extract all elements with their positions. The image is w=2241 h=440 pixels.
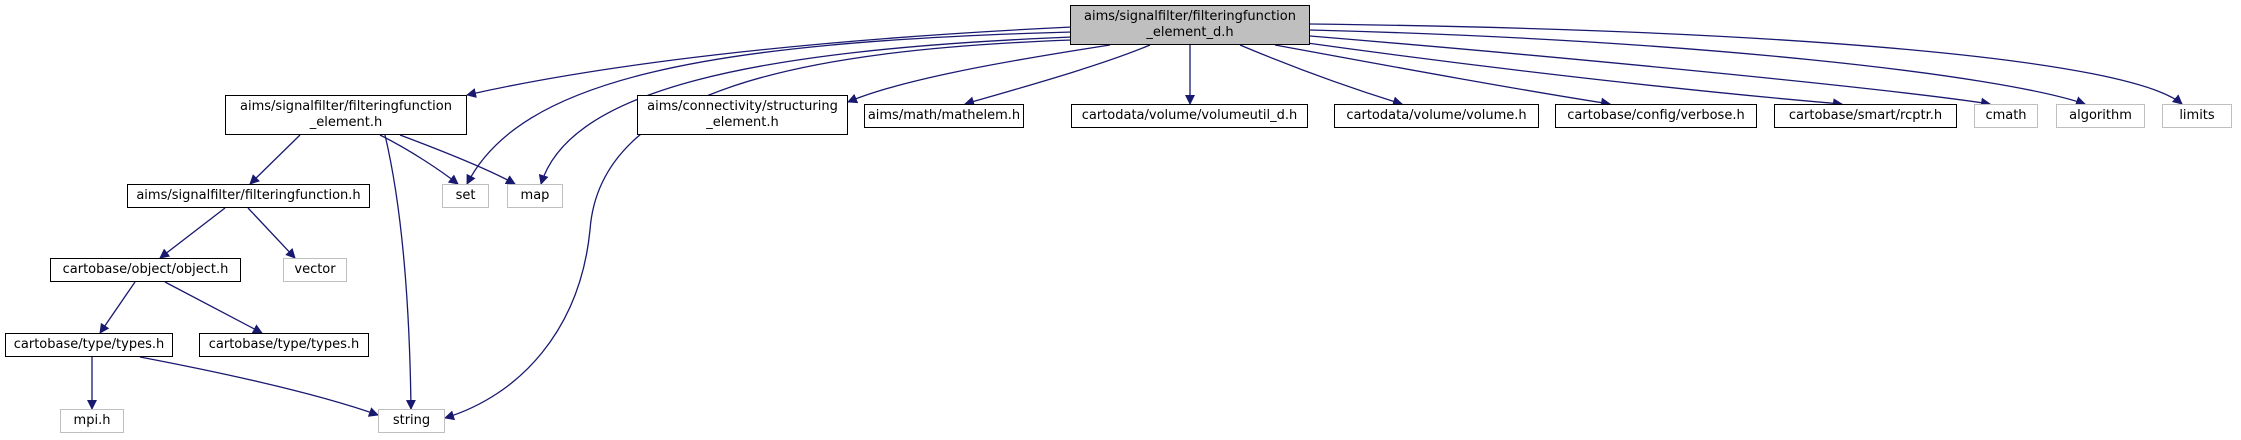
node-set[interactable]: set (442, 184, 489, 208)
edge-root-algorithm (1309, 29, 2086, 106)
edge-ff-vector (247, 207, 296, 259)
node-label: aims/signalfilter/filteringfunction _ele… (1084, 9, 1296, 40)
node-label: string (392, 413, 431, 428)
edge-root-verbose (1274, 44, 1611, 108)
node-mathelem[interactable]: aims/math/mathelem.h (864, 104, 1024, 128)
node-map[interactable]: map (507, 184, 563, 208)
node-filteringfunction-element[interactable]: aims/signalfilter/filteringfunction _ele… (225, 95, 467, 135)
node-volumeutil[interactable]: cartodata/volume/volumeutil_d.h (1071, 104, 1308, 128)
edges (87, 23, 2183, 421)
node-mpi[interactable]: mpi.h (60, 409, 124, 433)
edge-types-string (139, 356, 379, 417)
node-string[interactable]: string (378, 409, 445, 433)
edge-object-types2 (164, 281, 263, 334)
edge-object-types (99, 281, 136, 334)
node-label: algorithm (2069, 108, 2132, 123)
edge-root-element (466, 26, 1073, 98)
node-label: mpi.h (73, 413, 111, 428)
node-label: cartobase/config/verbose.h (1567, 108, 1745, 123)
edge-root-limits (1309, 23, 2183, 105)
node-label: aims/connectivity/structuring _element.h (647, 99, 838, 130)
node-label: cartobase/type/types.h (208, 337, 360, 352)
node-label: cartobase/object/object.h (62, 262, 229, 277)
edge-root-rcptr (1299, 41, 1843, 109)
node-root[interactable]: aims/signalfilter/filteringfunction _ele… (1070, 5, 1310, 45)
node-vector[interactable]: vector (283, 258, 347, 282)
edge-element-ff (249, 134, 301, 185)
node-algorithm[interactable]: algorithm (2056, 104, 2145, 128)
node-label: cartodata/volume/volume.h (1346, 108, 1527, 123)
node-structuring-element[interactable]: aims/connectivity/structuring _element.h (637, 95, 848, 135)
node-label: aims/signalfilter/filteringfunction.h (136, 188, 361, 203)
node-rcptr[interactable]: cartobase/smart/rcptr.h (1774, 104, 1957, 128)
node-label: aims/signalfilter/filteringfunction _ele… (240, 99, 452, 130)
node-label: cartobase/type/types.h (13, 337, 165, 352)
node-verbose[interactable]: cartobase/config/verbose.h (1555, 104, 1757, 128)
node-label: set (455, 188, 476, 203)
node-label: vector (294, 262, 336, 277)
node-label: limits (2179, 108, 2215, 123)
edge-root-struct (847, 44, 1111, 104)
edge-root-map (538, 36, 1073, 185)
edge-root-cmath (1309, 35, 1991, 108)
edge-root-mathelem (964, 44, 1151, 107)
node-label: map (520, 188, 550, 203)
edge-element-map (399, 134, 516, 185)
node-label: cmath (1985, 108, 2027, 123)
edge-root-string (444, 39, 1073, 421)
edge-element-string (384, 134, 416, 410)
node-label: cartobase/smart/rcptr.h (1788, 108, 1943, 123)
edge-root-set (466, 31, 1073, 185)
node-filteringfunction[interactable]: aims/signalfilter/filteringfunction.h (127, 184, 370, 208)
node-types-2[interactable]: cartobase/type/types.h (199, 333, 369, 357)
edge-ff-object (159, 207, 226, 259)
node-label: aims/math/mathelem.h (867, 108, 1021, 123)
node-label: cartodata/volume/volumeutil_d.h (1081, 108, 1298, 123)
node-cmath[interactable]: cmath (1974, 104, 2038, 128)
node-volume[interactable]: cartodata/volume/volume.h (1334, 104, 1539, 128)
node-limits[interactable]: limits (2162, 104, 2232, 128)
node-object[interactable]: cartobase/object/object.h (50, 258, 241, 282)
node-types[interactable]: cartobase/type/types.h (5, 333, 173, 357)
edge-root-volume (1239, 44, 1403, 107)
edge-element-set (379, 134, 459, 185)
